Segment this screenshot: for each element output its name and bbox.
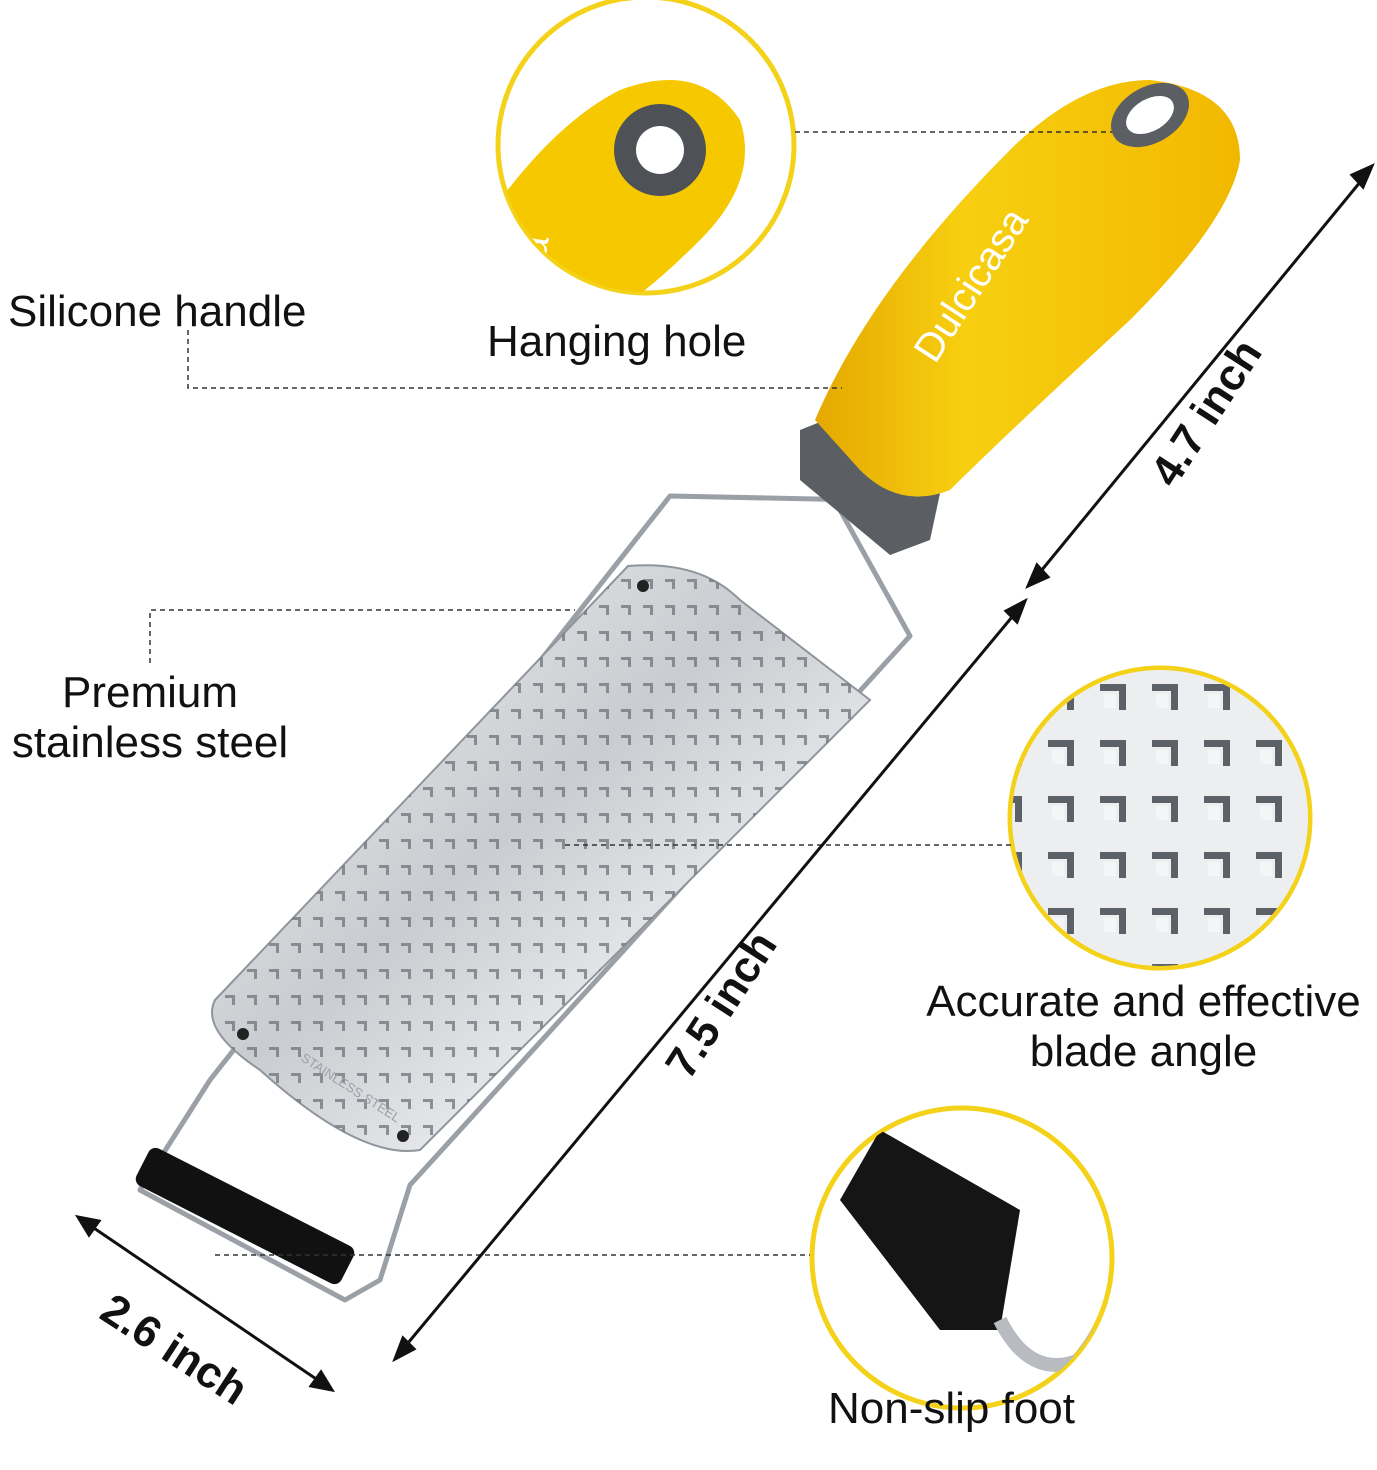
handle (815, 80, 1240, 497)
dimension-arrows (74, 163, 1375, 1393)
grater: STAINLESS STEEL Dulcicasa (135, 80, 1240, 1303)
callout-hanging-hole: a (495, 0, 797, 296)
label-silicone-handle: Silicone handle (8, 287, 307, 336)
callout-foot (809, 1105, 1115, 1411)
callout-blade (1007, 665, 1313, 971)
label-premium-line2: stainless steel (11, 718, 289, 767)
label-hanging-hole: Hanging hole (487, 317, 747, 366)
label-blade-line2: blade angle (1029, 1027, 1258, 1076)
foot (135, 1147, 355, 1285)
label-blade-angle: Accurate and effective blade angle (910, 977, 1377, 1077)
label-non-slip-foot: Non-slip foot (828, 1384, 1076, 1433)
label-premium-line1: Premium (61, 668, 239, 717)
leader-lines (149, 131, 1112, 1256)
handle-ferrule (800, 412, 945, 555)
label-blade-line1: Accurate and effective (926, 977, 1361, 1026)
label-premium-steel: Premium stainless steel (0, 668, 300, 768)
